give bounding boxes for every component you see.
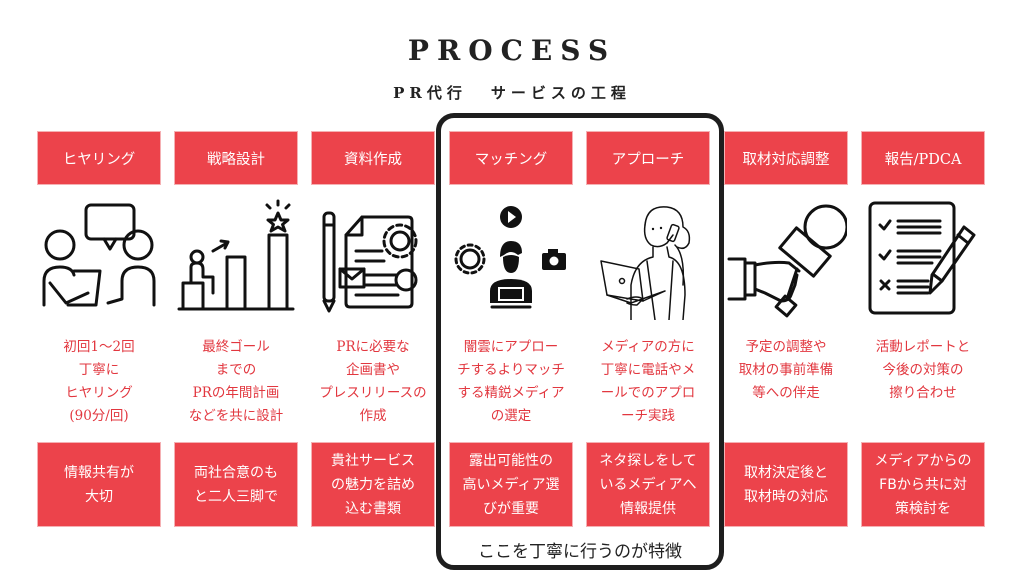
step-label: 取材対応調整 — [725, 132, 847, 184]
woman-phone-laptop-icon — [587, 195, 709, 321]
step-description: 最終ゴール までの PRの年間計画 などを共に設計 — [188, 339, 284, 424]
step-point: 取材決定後と 取材時の対応 — [725, 443, 847, 526]
growth-chart-icon — [175, 195, 297, 320]
page-subtitle: PR代行 サービスの工程 — [0, 82, 1024, 103]
step-column-approach: アプローチ メディアの方に 丁寧に電話やメ ールでのアプロ ーチ実践 ネタ探しを… — [587, 0, 709, 576]
step-column-hearing: ヒヤリング 初回1〜2回 丁寧に ヒヤリング (90分/回) 情報共有が 大切 — [38, 0, 160, 576]
step-description: メディアの方に 丁寧に電話やメ ールでのアプロ ーチ実践 — [600, 339, 696, 424]
step-description: 闇雲にアプロー チするよりマッチ する精鋭メディア の選定 — [457, 339, 565, 424]
step-description: 予定の調整や 取材の事前準備 等への伴走 — [738, 339, 834, 401]
step-column-materials: 資料作成 PRに必要な 企画書や プレスリリースの 作成 貴社サービス の魅力を… — [312, 0, 434, 576]
step-label: マッチング — [450, 132, 572, 184]
step-point: 情報共有が 大切 — [38, 443, 160, 526]
conversation-icon — [38, 195, 160, 320]
checklist-pencil-icon — [862, 195, 984, 320]
document-creation-icon — [312, 195, 434, 320]
step-column-matching: マッチング 闇雲にアプロー チするよりマッチ する精鋭メディア の選定 露出可能… — [450, 0, 572, 576]
step-description: 初回1〜2回 丁寧に ヒヤリング (90分/回) — [63, 339, 135, 424]
highlight-caption: ここを丁寧に行うのが特徴 — [478, 542, 682, 562]
step-label: 戦略設計 — [175, 132, 297, 184]
subtitle-right: サービスの工程 — [490, 84, 631, 102]
subtitle-left: PR代行 — [393, 84, 467, 102]
step-point: ネタ探しをして いるメディアへ 情報提供 — [587, 443, 709, 526]
step-description: PRに必要な 企画書や プレスリリースの 作成 — [319, 339, 427, 424]
step-label: 資料作成 — [312, 132, 434, 184]
step-column-report-pdca: 報告/PDCA 活動レポートと 今後の対策の 擦り合わせ メディアからの FBか… — [862, 0, 984, 576]
step-point: 両社合意のも と二人三脚で — [175, 443, 297, 526]
step-point: 貴社サービス の魅力を詰め 込む書類 — [312, 443, 434, 526]
step-column-strategy: 戦略設計 最終ゴール までの PRの年間計画 などを共に設計 両社合意のも と二… — [175, 0, 297, 576]
step-point: 露出可能性の 高いメディア選 びが重要 — [450, 443, 572, 526]
highlight-frame — [436, 113, 724, 570]
microphone-hand-icon — [725, 195, 849, 320]
step-label: 報告/PDCA — [862, 132, 984, 184]
step-point: メディアからの FBから共に対 策検討を — [862, 443, 984, 526]
step-label: ヒヤリング — [38, 132, 160, 184]
media-matching-icon — [450, 195, 572, 320]
page-title: PROCESS — [407, 34, 617, 67]
step-label: アプローチ — [587, 132, 709, 184]
step-description: 活動レポートと 今後の対策の 擦り合わせ — [875, 339, 971, 401]
step-column-interview-coordination: 取材対応調整 予定の調整や 取材の事前準備 等への伴走 取材決定後と 取材時の対… — [725, 0, 849, 576]
